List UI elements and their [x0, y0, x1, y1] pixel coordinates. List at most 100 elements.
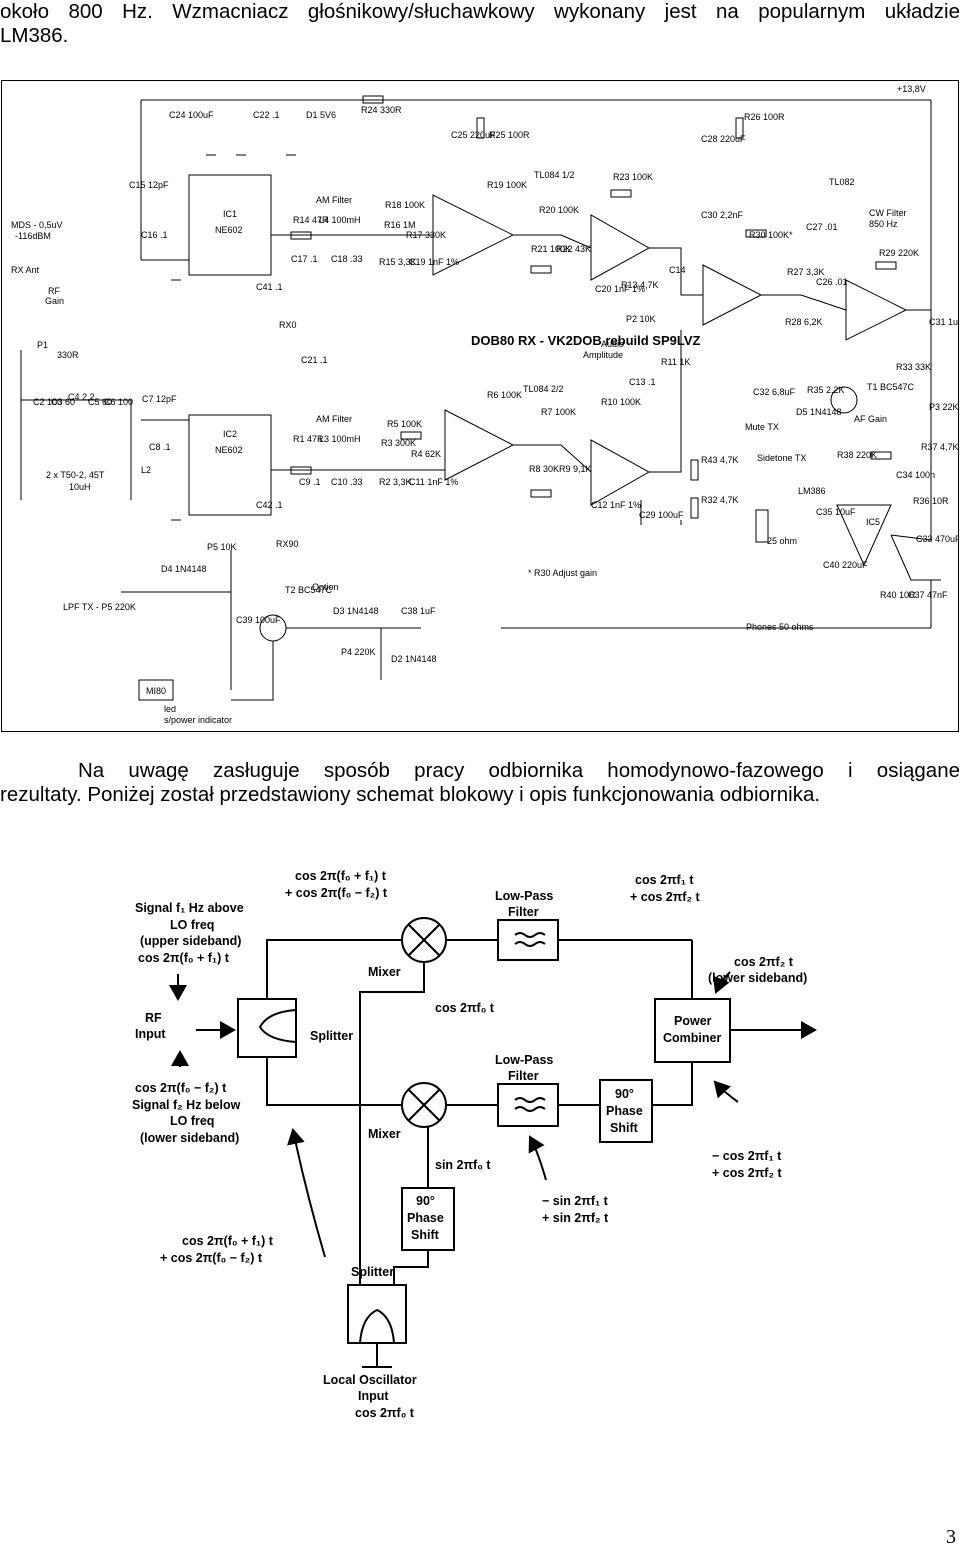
component-label-c25: C25 220uF [451, 130, 496, 140]
rf-gain-label-2: Gain [45, 296, 64, 306]
bottom-mix-in-2: + cos 2π(f₀ − f₂) t [160, 1251, 263, 1265]
signal-f2-line-3: LO freq [170, 1114, 214, 1128]
component-label-d2: D2 1N4148 [391, 654, 437, 664]
component-label-r4: R4 62K [411, 449, 441, 459]
component-label-c27: C27 .01 [806, 222, 838, 232]
component-label-c33: C33 470uF [916, 534, 959, 544]
component-label-c6: C6 100 [104, 397, 133, 407]
af-gain-label: AF Gain [854, 414, 887, 424]
component-label-c12: C12 1nF 1% [591, 500, 641, 510]
component-label-c38: C38 1uF [401, 606, 436, 616]
component-label-c20: C20 1nF 1% [595, 284, 645, 294]
power-combiner-label-1: Power [674, 1014, 712, 1028]
component-label-c18: C18 .33 [331, 254, 363, 264]
component-label-c15: C15 12pF [129, 180, 169, 190]
ohm25-label: 25 ohm [767, 536, 797, 546]
description-paragraph: Na uwagę zasługuje sposób pracy odbiorni… [0, 759, 960, 807]
component-label-r21: R21 100K [531, 244, 571, 254]
component-label-r13: R13 4,7K [621, 280, 659, 290]
rf-splitter-icon [258, 1009, 297, 1043]
signal-f1-line-1: Signal f₁ Hz above [135, 901, 244, 915]
component-label-c30: C30 2,2nF [701, 210, 744, 220]
component-label-r33: R33 33K [896, 362, 931, 372]
lpf-tx-label: LPF TX - P5 220K [63, 602, 136, 612]
component-label-c14: C14 [669, 265, 686, 275]
component-label-r3: R3 300K [381, 438, 416, 448]
ic2-label: IC2 [223, 429, 237, 439]
component-label-d3: D3 1N4148 [333, 606, 379, 616]
block-diagram: Signal f₁ Hz above LO freq (upper sideba… [132, 869, 817, 1420]
bottom-lpf-label-2: Filter [508, 1069, 539, 1083]
coil-label: 2 x T50-2, 45T [46, 470, 105, 480]
component-label-r15: R15 3,3K [379, 257, 417, 267]
top-lpf-label-2: Filter [508, 905, 539, 919]
am-filter-bottom: AM Filter [316, 414, 352, 424]
component-label-c34: C34 100n [896, 470, 935, 480]
cw-filter-freq: 850 Hz [869, 219, 898, 229]
shift-out-2: + cos 2πf₂ t [712, 1166, 782, 1180]
component-label-ic5: IC5 [866, 517, 880, 527]
audio-label: Audio [601, 339, 624, 349]
component-label-r22: R22 43K [556, 244, 591, 254]
component-label-r40: R40 10R [880, 590, 916, 600]
component-label-c42: C42 .1 [256, 500, 283, 510]
bottom-phase-shift-label-1: 90° [416, 1194, 435, 1208]
power-combiner-label-2: Combiner [663, 1031, 721, 1045]
component-label-r1: R1 47R [293, 434, 324, 444]
bottom-lpf-box [497, 1083, 559, 1127]
component-label-mi80: MI80 [146, 686, 166, 696]
component-label-r6: R6 100K [487, 390, 522, 400]
component-label-c32: C32 6,8uF [753, 387, 796, 397]
component-label-c9: C9 .1 [299, 477, 321, 487]
signal-f2-line-4: (lower sideband) [140, 1131, 239, 1145]
component-label-r37: R37 4,7K [921, 442, 959, 452]
component-label-t1: T1 BC547C [867, 382, 915, 392]
component-label-r36: R36 10R [913, 496, 949, 506]
component-label-c24: C24 100uF [169, 110, 214, 120]
component-label-r11: R11 1K [661, 357, 690, 367]
component-label-r8: R8 30K [529, 464, 559, 474]
lm386-label: LM386 [798, 486, 826, 496]
rf-splitter-label: Splitter [310, 1029, 353, 1043]
signal-f2-line-1: cos 2π(f₀ − f₂) t [135, 1081, 227, 1095]
component-label-r16: R16 1M [384, 220, 416, 230]
component-label-c2: C2 100 [33, 397, 62, 407]
lo-splitter-box [347, 1284, 407, 1344]
description-line-1: Na uwagę zasługuje sposób pracy odbiorni… [78, 759, 960, 782]
component-label-c11: C11 1nF 1% [409, 477, 458, 487]
top-phase-shift-label-2: Phase [606, 1104, 643, 1118]
top-lpf-icon [514, 932, 546, 947]
adjust-note: * R30 Adjust gain [528, 568, 597, 578]
component-label-r20: R20 100K [539, 205, 579, 215]
component-label-r26: R26 100R [744, 112, 785, 122]
component-label-d1: D1 5V6 [306, 110, 336, 120]
option-label: Option [312, 582, 339, 592]
lo-cos-label: cos 2πf₀ t [435, 1001, 495, 1015]
component-label-c39: C39 100uF [236, 615, 281, 625]
component-label-c5: C5 60 [88, 397, 112, 407]
ic1-type: NE602 [215, 225, 243, 235]
lo-input-label-3: cos 2πf₀ t [355, 1406, 415, 1420]
description-line-2: rezultaty. Poniżej został przedstawiony … [0, 783, 821, 806]
bottom-sin-2: + sin 2πf₂ t [542, 1211, 609, 1225]
bottom-mix-in-1: cos 2π(f₀ + f₁) t [182, 1234, 274, 1248]
lo-sin-label: sin 2πf₀ t [435, 1158, 491, 1172]
lo-splitter-icon [359, 1308, 395, 1344]
bottom-lpf-icon [514, 1097, 546, 1112]
top-lpf-out-2: + cos 2πf₂ t [630, 890, 700, 904]
component-label-c17: C17 .1 [291, 254, 318, 264]
component-label-r27: R27 3,3K [787, 267, 825, 277]
component-label-r18: R18 100K [385, 200, 425, 210]
lo-input-label-2: Input [358, 1389, 389, 1403]
component-label-c35: C35 10uF [816, 507, 856, 517]
top-mixer-out-2: + cos 2π(f₀ − f₂) t [285, 886, 388, 900]
output-label-1: cos 2πf₂ t [734, 955, 794, 969]
component-label-d5: D5 1N4148 [796, 407, 842, 417]
receiver-schematic: DOB80 RX - VK2DOB rebuild SP9LVZ +13,8V … [1, 80, 959, 732]
component-label-p5: P5 10K [207, 542, 237, 552]
bottom-phase-shift-label-2: Phase [407, 1211, 444, 1225]
component-label-p4: P4 220K [341, 647, 376, 657]
mds-label-2: -116dBM [15, 231, 51, 241]
led-indicator-label: s/power indicator [164, 715, 232, 725]
component-label-r35: R35 2,2K [807, 385, 845, 395]
